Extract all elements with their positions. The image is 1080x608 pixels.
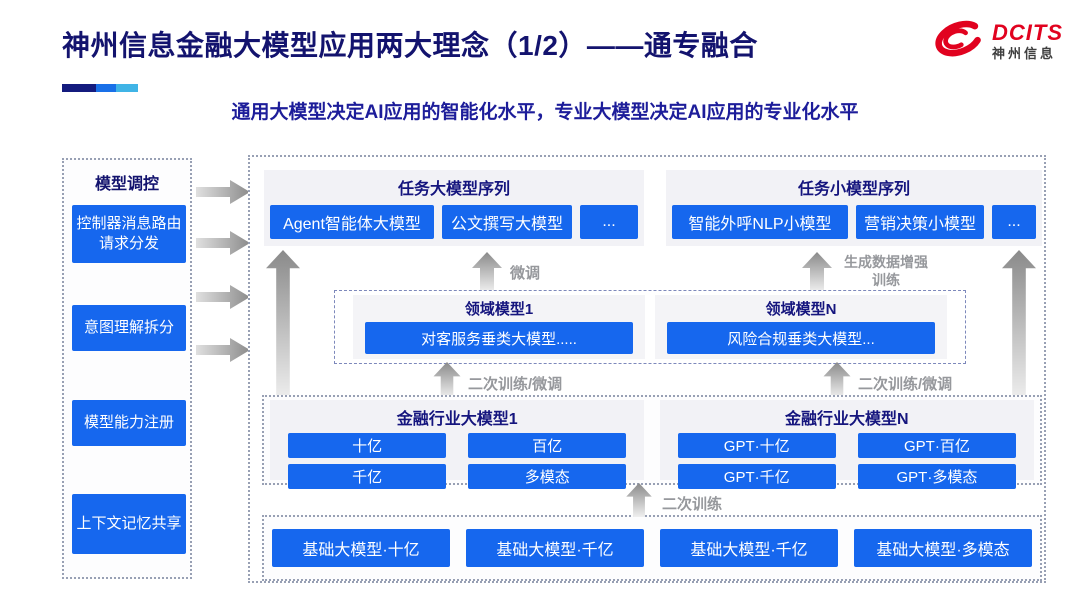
title-accent-bar (62, 84, 138, 92)
chip-gpt-hundred-billion: GPT·百亿 (857, 433, 1016, 458)
task-small-title: 任务小模型序列 (797, 181, 910, 198)
chip-multimodal: 多模态 (468, 464, 627, 489)
page-title: 神州信息金融大模型应用两大理念（1/2）——通专融合 (62, 30, 758, 61)
chip-gpt-trillion: GPT·千亿 (677, 464, 836, 489)
up-arrow-icon (823, 362, 851, 398)
chip-ten-billion: 十亿 (288, 433, 447, 458)
chip-gpt-ten-billion: GPT·十亿 (677, 433, 836, 458)
chip-base-model-trillion: 基础大模型·千亿 (466, 529, 644, 567)
logo-swirl-icon (930, 16, 986, 67)
industry-model-1-panel: 金融行业大模型1 十亿 百亿 千亿 多模态 (270, 400, 645, 489)
flow-right-arrow-icon (196, 285, 250, 309)
task-large-title: 任务大模型序列 (397, 181, 510, 198)
domain-model-1-title: 领域模型1 (464, 301, 534, 318)
industry-model-n-panel: 金融行业大模型N GPT·十亿 GPT·百亿 GPT·千亿 GPT·多模态 (659, 400, 1034, 489)
chip-gpt-multimodal: GPT·多模态 (857, 464, 1016, 489)
industry-models-box: 金融行业大模型1 十亿 百亿 千亿 多模态 金融行业大模型N GPT·十亿 GP… (262, 395, 1042, 489)
up-arrow-icon (802, 252, 832, 292)
retrain-finetune-label: 二次训练/微调 (468, 376, 563, 393)
task-large-model-panel: 任务大模型序列 Agent智能体大模型 公文撰写大模型 ... (264, 170, 644, 246)
chip-document-writing-model: 公文撰写大模型 (442, 205, 572, 239)
dcits-logo: DCITS 神州信息 (930, 16, 1063, 67)
up-arrow-icon (626, 483, 652, 517)
chip-agent-large-model: Agent智能体大模型 (270, 205, 434, 239)
domain-model-n-panel: 领域模型N 风险合规垂类大模型... (655, 295, 947, 359)
base-models-box: 基础大模型·十亿 基础大模型·千亿 基础大模型·千亿 基础大模型·多模态 (262, 515, 1042, 581)
industry-model-1-title: 金融行业大模型1 (396, 411, 518, 428)
chip-trillion: 千亿 (288, 464, 447, 489)
logo-name: 神州信息 (992, 46, 1057, 62)
chip-outbound-nlp-model: 智能外呼NLP小模型 (672, 205, 848, 239)
chip-base-model-multimodal: 基础大模型·多模态 (854, 529, 1032, 567)
model-control-title: 模型调控 (94, 176, 159, 193)
chip-more-large-models: ... (580, 205, 638, 239)
industry-model-n-title: 金融行业大模型N (785, 411, 909, 428)
domain-models-box: 领域模型1 对客服务垂类大模型..... 领域模型N 风险合规垂类大模型... (334, 290, 966, 364)
flow-right-arrow-icon (196, 180, 250, 204)
finetune-label: 微调 (510, 265, 541, 282)
chip-base-model-ten-billion: 基础大模型·十亿 (272, 529, 450, 567)
chip-hundred-billion: 百亿 (468, 433, 627, 458)
domain-model-n-title: 领域模型N (765, 301, 837, 318)
tall-up-arrow-icon (266, 250, 300, 402)
chip-base-model-trillion-2: 基础大模型·千亿 (660, 529, 838, 567)
chip-marketing-decision-model: 营销决策小模型 (856, 205, 984, 239)
control-item-context-memory: 上下文记忆共享 (72, 494, 186, 554)
gen-data-training-label: 生成数据增强训练 (844, 254, 928, 289)
task-small-model-panel: 任务小模型序列 智能外呼NLP小模型 营销决策小模型 ... (666, 170, 1042, 246)
control-item-router-dispatch: 控制器消息路由请求分发 (72, 205, 186, 263)
chip-customer-service-vertical-model: 对客服务垂类大模型..... (365, 322, 633, 354)
model-control-panel: 模型调控 控制器消息路由请求分发 意图理解拆分 模型能力注册 上下文记忆共享 (62, 158, 192, 579)
up-arrow-icon (472, 252, 502, 292)
page-subtitle: 通用大模型决定AI应用的智能化水平，专业大模型决定AI应用的专业化水平 (231, 102, 859, 123)
control-item-intent-split: 意图理解拆分 (72, 305, 186, 351)
flow-right-arrow-icon (196, 231, 250, 255)
logo-brand: DCITS (992, 20, 1063, 46)
up-arrow-icon (433, 362, 461, 398)
chip-risk-compliance-vertical-model: 风险合规垂类大模型... (667, 322, 935, 354)
retrain-finetune-label: 二次训练/微调 (858, 376, 953, 393)
control-item-capability-register: 模型能力注册 (72, 400, 186, 446)
retrain-label: 二次训练 (662, 496, 723, 513)
tall-up-arrow-icon (1002, 250, 1036, 402)
flow-right-arrow-icon (196, 338, 250, 362)
domain-model-1-panel: 领域模型1 对客服务垂类大模型..... (353, 295, 645, 359)
chip-more-small-models: ... (992, 205, 1036, 239)
main-diagram: 任务大模型序列 Agent智能体大模型 公文撰写大模型 ... 任务小模型序列 … (248, 155, 1046, 583)
